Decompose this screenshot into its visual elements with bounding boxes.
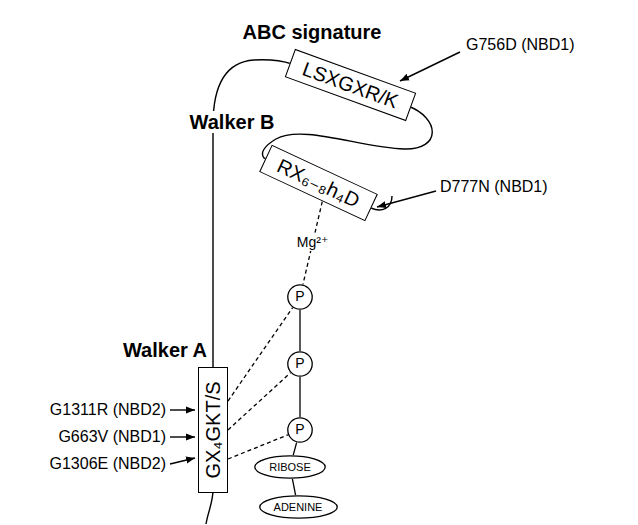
mutation-label: G756D (NBD1) [466,36,574,54]
molecule-label: P [295,356,304,371]
bond-line [299,310,300,351]
bond-line [292,479,295,495]
motif-heading: Walker B [188,111,277,133]
motif-sequence: GX₄GKT/S [202,381,224,478]
node-ellipse [288,285,312,309]
mutation-label: G1311R (NBD2) [50,401,166,419]
mutation-label: G663V (NBD1) [58,428,166,446]
node-ellipse [259,496,336,518]
leader-arrow [377,191,436,207]
motif-sequence: RX₆₋₈h₄D [273,154,362,211]
binding-line [228,308,293,401]
motif-heading: ABC signature [241,21,384,43]
binding-line [228,435,288,459]
node-ellipse [288,352,312,376]
molecule-label: RIBOSE [269,461,311,473]
molecule-node: RIBOSE [254,455,326,479]
leader-arrow [400,52,460,81]
node-ellipse [288,418,312,442]
leader-arrow [170,409,195,410]
leader-arrow [170,436,195,437]
motif-box: GX₄GKT/S [198,367,228,493]
molecule-node: ADENINE [259,495,338,519]
molecule-label: P [295,422,304,437]
bond-line [293,443,296,455]
molecule-label: ADENINE [274,501,323,513]
mutation-label: G1306E (NBD2) [50,455,167,473]
motif-box: RX₆₋₈h₄D [259,145,378,222]
binding-line [228,373,290,430]
motif-heading: Walker A [121,339,209,361]
molecule-node: P [287,351,313,377]
molecule-node: P [287,417,313,443]
mutation-label: D777N (NBD1) [440,178,548,196]
molecule-label: P [295,289,304,304]
molecule-node: P [287,284,313,310]
motif-sequence: LSXGXR/K [299,58,401,113]
leader-arrow [170,458,195,464]
bond-line [299,377,300,417]
ion-label: Mg²⁺ [295,235,331,250]
motif-box: LSXGXR/K [284,49,415,121]
node-ellipse [255,456,325,478]
